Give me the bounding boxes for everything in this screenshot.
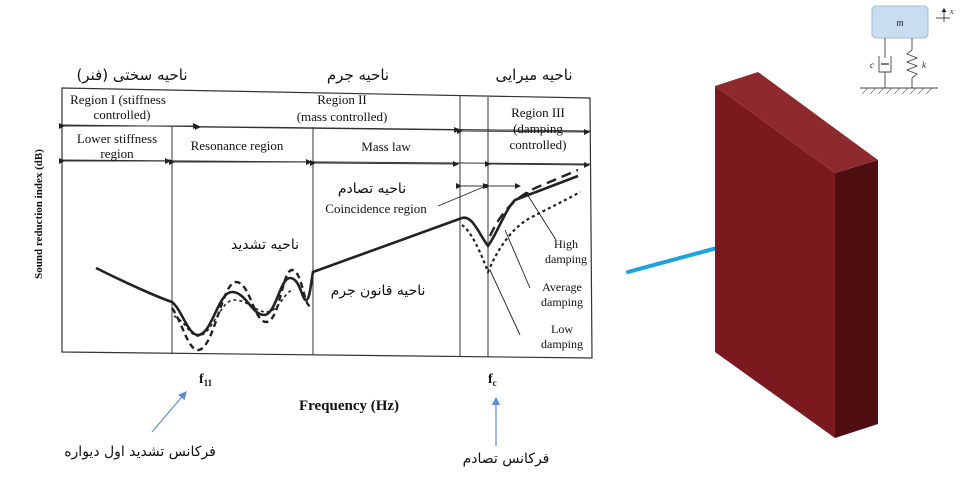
wall-top-face: [715, 72, 878, 173]
mass-spring-damper-model: m x c k: [860, 5, 954, 95]
y-axis-label: Sound reduction index (dB): [33, 149, 45, 279]
region2-arrow: [194, 123, 460, 133]
pointer-coincidence: [437, 185, 487, 207]
coincidence-label-en: Coincidence region: [325, 201, 427, 216]
x-axis-label: Frequency (Hz): [299, 398, 399, 414]
k-label: k: [922, 60, 927, 70]
region3-arrow: [456, 127, 590, 135]
low-damping-label-line1: Low: [551, 322, 573, 336]
pointer-low: [489, 269, 521, 336]
heading-mass-fa: ناحیه جرم: [327, 66, 389, 84]
mass-law-arrow: [309, 159, 459, 167]
spring-coil: [905, 49, 919, 79]
pointer-dot-2: [525, 192, 529, 196]
region2-label-line1: Region II: [317, 92, 366, 107]
low-damping-label-line2: damping: [541, 337, 583, 351]
curve-dashed-resonance-2: [173, 289, 295, 337]
caption-arrow-f11: [151, 391, 187, 433]
average-damping-label-line1: Average: [542, 280, 582, 294]
damping-region-arrow: [484, 160, 590, 168]
high-damping-label-line2: damping: [545, 252, 587, 266]
curve-low-damping: [461, 191, 581, 276]
ground-hatch: [861, 87, 933, 95]
resonance-label-fa: ناحیه تشدید: [231, 237, 299, 253]
curve-solid-main: [95, 174, 579, 337]
region1-label-line1: Region I (stiffness: [70, 92, 166, 107]
f11-label: f11: [199, 372, 213, 388]
x-arrow-head: [941, 8, 947, 12]
mass-label: m: [896, 18, 903, 29]
region3-label-line1: Region III: [511, 105, 565, 120]
pointer-average: [504, 229, 531, 289]
curve-high-damping: [488, 168, 579, 237]
mass-law-label: Mass law: [361, 139, 411, 154]
heading-damping-fa: ناحیه میرایی: [495, 66, 572, 84]
coincidence-label-fa: ناحیه تصادم: [338, 181, 406, 197]
pointer-dot: [484, 184, 488, 188]
mass-box: [871, 5, 929, 39]
region3-label-line2: (damping: [513, 121, 563, 136]
mass-law-label-fa: ناحیه قانون جرم: [331, 283, 426, 299]
region3-label-line3: controlled): [509, 137, 566, 152]
wall-front-face: [715, 86, 835, 438]
curve-dashed-resonance: [171, 268, 311, 352]
region2-label-line2: (mass controlled): [297, 109, 388, 124]
fc-label: fc: [488, 372, 497, 388]
resonance-label: Resonance region: [191, 138, 284, 153]
wall-block: [715, 72, 878, 438]
x-label: x: [949, 7, 954, 16]
high-damping-label-line1: High: [554, 237, 578, 251]
wall-side-face: [835, 160, 878, 438]
caption-coincidence-freq: فرکانس تصادم: [463, 451, 550, 467]
lower-stiffness-label-line2: region: [100, 146, 134, 161]
sound-reduction-chart: ناحیه سختی (فنر) ناحیه جرم ناحیه میرایی …: [33, 66, 593, 414]
pointer-high: [526, 193, 557, 241]
lower-stiffness-label-line1: Lower stiffness: [77, 131, 157, 146]
average-damping-label-line2: damping: [541, 295, 583, 309]
caption-first-resonance: فرکانس تشدید اول دیواره: [64, 444, 216, 460]
chart-frame: [61, 87, 593, 359]
c-label: c: [870, 60, 874, 70]
region1-label-line2: controlled): [93, 107, 150, 122]
heading-stiffness-fa: ناحیه سختی (فنر): [76, 66, 187, 84]
